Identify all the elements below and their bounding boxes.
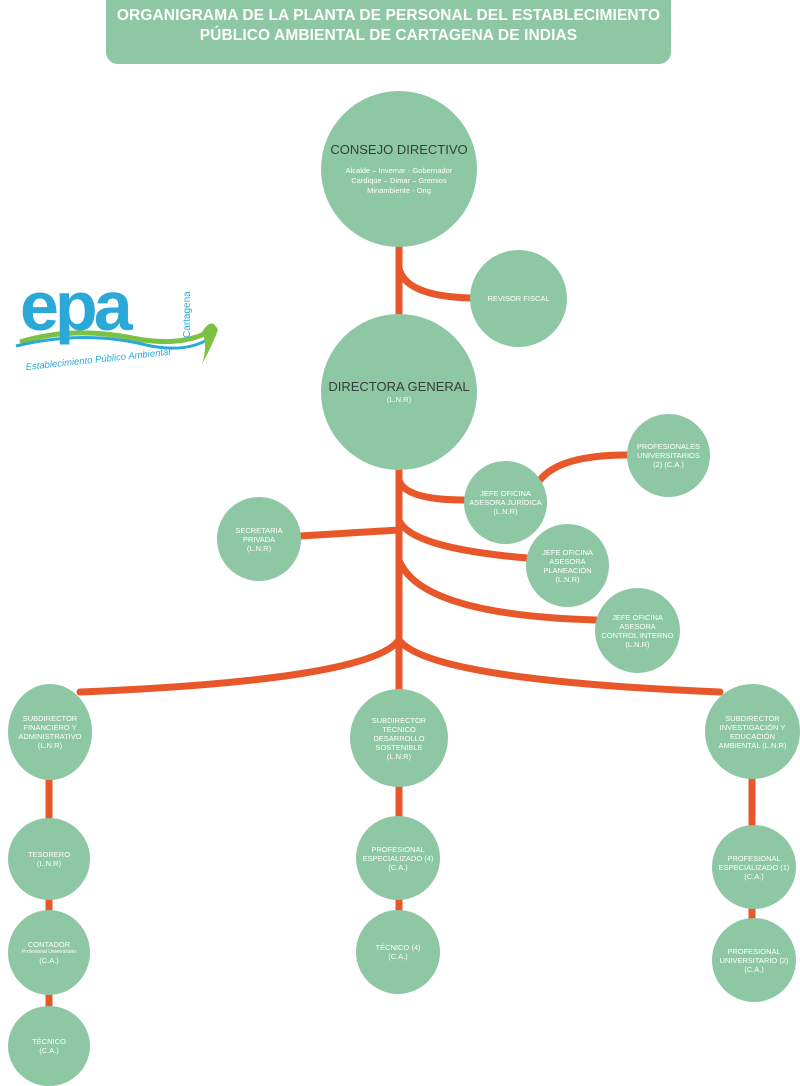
- node-subdirector-financiero: SUBDIRECTOR FINANCIERO Y ADMINISTRATIVO …: [8, 684, 92, 780]
- epa-logo: epa Cartagena Establecimiento Público Am…: [12, 267, 222, 388]
- logo-tagline: Establecimiento Público Ambiental: [25, 347, 172, 373]
- node-tesorero: TESORERO (L.N.R): [8, 818, 90, 900]
- node-profesionales-universitarios: PROFESIONALES UNIVERSITARIOS (2) (C.A.): [627, 414, 710, 497]
- connector-sub-financiero: [76, 636, 403, 696]
- title-banner: ORGANIGRAMA DE LA PLANTA DE PERSONAL DEL…: [106, 0, 671, 64]
- node-jefe-oficina-planeacion: JEFE OFICINA ASESORA PLANEACIÓN (L.N.R): [526, 524, 609, 607]
- connector-juridica: [395, 476, 468, 504]
- title-line-1: ORGANIGRAMA DE LA PLANTA DE PERSONAL DEL…: [116, 7, 661, 24]
- node-profesional-universitario-investigacion: PROFESIONAL UNIVERSITARIO (2) (C.A.): [712, 918, 796, 1002]
- node-profesional-especializado-investigacion: PROFESIONAL ESPECIALIZADO (1) (C.A.): [712, 825, 796, 909]
- connector-prof-univ-juridica: [536, 451, 631, 484]
- node-subdirector-tecnico: SUBDIRECTOR TÉCNICO DESARROLLO SOSTENIBL…: [350, 689, 448, 787]
- node-tecnico-financiero: TÉCNICO (C.A.): [8, 1006, 90, 1086]
- node-tecnico-desarrollo: TÉCNICO (4) (C.A.): [356, 910, 440, 994]
- node-directora-general: DIRECTORA GENERAL (L.N.R): [321, 314, 477, 470]
- title-line-2: PÚBLICO AMBIENTAL DE CARTAGENA DE INDIAS: [199, 27, 578, 44]
- node-secretaria-privada: SECRETARIA PRIVADA (L.N.R): [217, 497, 301, 581]
- node-contador: CONTADOR Profesional Universitario (C.A.…: [8, 910, 90, 995]
- node-revisor-fiscal: REVISOR FISCAL: [470, 250, 567, 347]
- node-consejo-directivo: CONSEJO DIRECTIVO Alcalde – Invemar - Go…: [321, 91, 477, 247]
- connector-revisor: [395, 264, 474, 302]
- connector-planeacion: [395, 516, 531, 562]
- node-subdirector-investigacion: SUBDIRECTOR INVESTIGACIÓN Y EDUCACIÓN AM…: [705, 684, 800, 779]
- node-jefe-oficina-juridica: JEFE OFICINA ASESORA JURÍDICA (L.N.R): [464, 461, 547, 544]
- node-jefe-oficina-control-interno: JEFE OFICINA ASESORA CONTROL INTERNO (L.…: [595, 588, 680, 673]
- connector-sub-investigacion: [395, 636, 724, 696]
- connector-control: [395, 556, 600, 624]
- node-profesional-especializado-tecnico: PROFESIONAL ESPECIALIZADO (4) (C.A.): [356, 816, 440, 900]
- logo-city: Cartagena: [182, 291, 193, 338]
- svg-text:epa: epa: [20, 267, 134, 345]
- connector-secretaria: [296, 526, 403, 540]
